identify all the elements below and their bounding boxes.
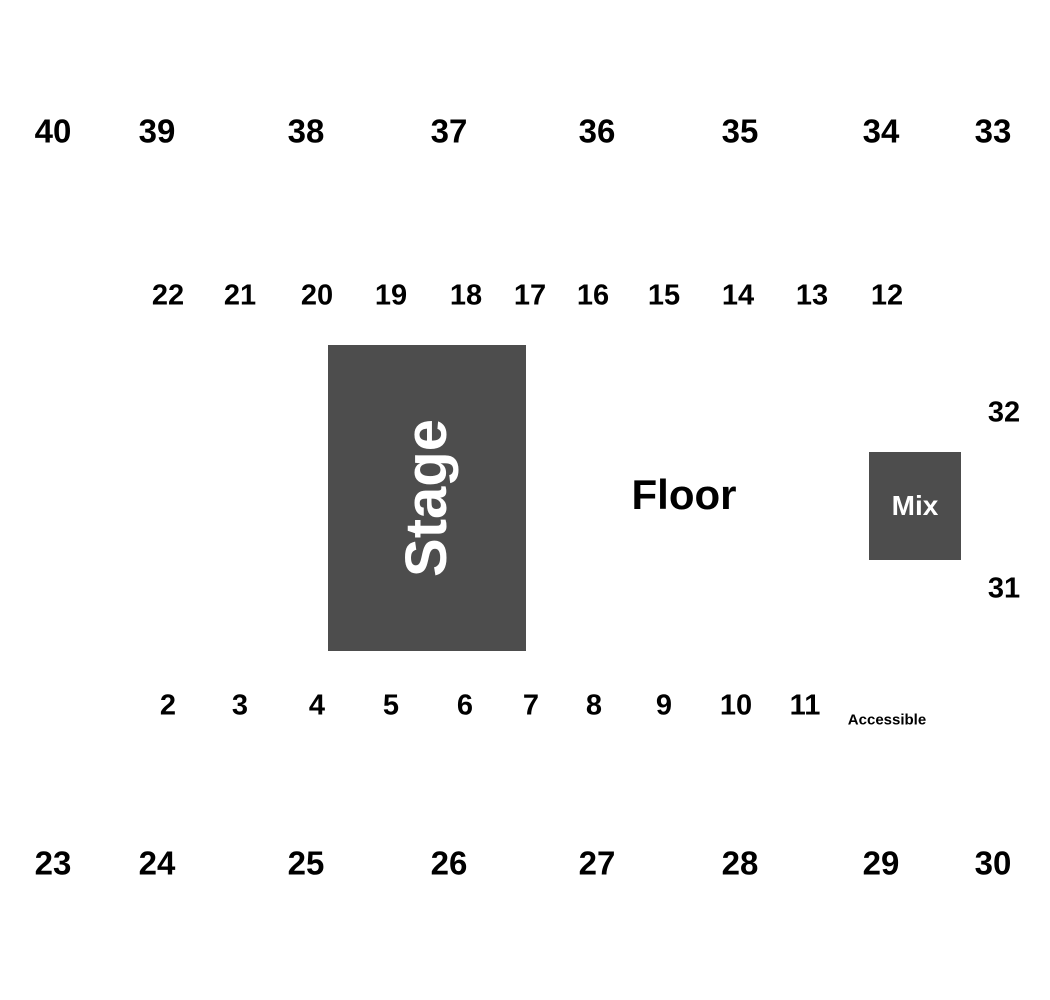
section-31[interactable]: 31 xyxy=(987,572,1021,605)
section-10[interactable]: 10 xyxy=(719,689,753,722)
section-19[interactable]: 19 xyxy=(374,279,408,312)
section-36[interactable]: 36 xyxy=(578,112,616,150)
section-27[interactable]: 27 xyxy=(578,844,616,882)
section-32[interactable]: 32 xyxy=(987,396,1021,429)
section-17[interactable]: 17 xyxy=(513,279,547,312)
section-20[interactable]: 20 xyxy=(300,279,334,312)
section-26[interactable]: 26 xyxy=(430,844,468,882)
section-3[interactable]: 3 xyxy=(231,689,249,722)
section-28[interactable]: 28 xyxy=(721,844,759,882)
section-33[interactable]: 33 xyxy=(974,112,1012,150)
section-12[interactable]: 12 xyxy=(870,279,904,312)
section-38[interactable]: 38 xyxy=(287,112,325,150)
section-35[interactable]: 35 xyxy=(721,112,759,150)
section-11[interactable]: 11 xyxy=(789,689,821,722)
section-6[interactable]: 6 xyxy=(456,689,474,722)
section-18[interactable]: 18 xyxy=(449,279,483,312)
stage-label: Stage xyxy=(394,419,459,577)
mix-label: Mix xyxy=(891,490,939,521)
section-14[interactable]: 14 xyxy=(721,279,755,312)
section-5[interactable]: 5 xyxy=(382,689,400,722)
accessible-section[interactable]: Accessible xyxy=(847,711,927,729)
section-4[interactable]: 4 xyxy=(308,689,326,722)
section-29[interactable]: 29 xyxy=(862,844,900,882)
section-24[interactable]: 24 xyxy=(138,844,176,882)
section-23[interactable]: 23 xyxy=(34,844,72,882)
mix-position: Mix xyxy=(869,452,961,560)
section-40[interactable]: 40 xyxy=(34,112,72,150)
section-21[interactable]: 21 xyxy=(223,279,257,312)
section-30[interactable]: 30 xyxy=(974,844,1012,882)
floor-section[interactable]: Floor xyxy=(631,471,737,518)
section-22[interactable]: 22 xyxy=(151,279,185,312)
section-9[interactable]: 9 xyxy=(655,689,673,722)
section-25[interactable]: 25 xyxy=(287,844,325,882)
section-13[interactable]: 13 xyxy=(795,279,829,312)
section-15[interactable]: 15 xyxy=(647,279,681,312)
section-2[interactable]: 2 xyxy=(159,689,177,722)
stage: Stage xyxy=(328,345,526,651)
section-39[interactable]: 39 xyxy=(138,112,176,150)
section-37[interactable]: 37 xyxy=(430,112,468,150)
section-34[interactable]: 34 xyxy=(862,112,900,150)
section-16[interactable]: 16 xyxy=(576,279,610,312)
section-7[interactable]: 7 xyxy=(522,689,540,722)
section-8[interactable]: 8 xyxy=(585,689,603,722)
